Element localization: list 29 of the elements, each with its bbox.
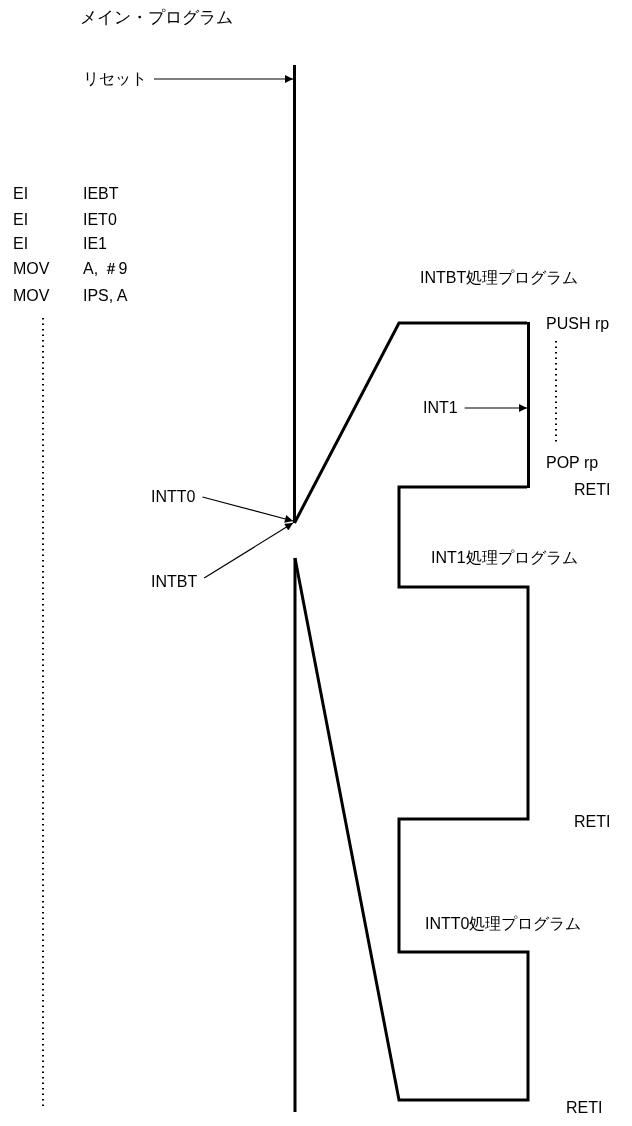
interrupt-label: INT1 <box>423 398 458 418</box>
instruction-text: MOV <box>13 259 50 279</box>
arrow <box>153 75 294 83</box>
routine-line <box>527 322 530 488</box>
instruction-text: PUSH rp <box>546 314 610 334</box>
operand-text: A, ＃9 <box>83 259 128 279</box>
arrow <box>203 522 294 579</box>
instruction-text: POP rp <box>546 453 599 473</box>
instruction-text: EI <box>13 184 29 204</box>
instruction-text: RETI <box>574 812 611 832</box>
main-program-line <box>293 65 296 523</box>
arrow <box>464 404 528 412</box>
routine-title: INTT0処理プログラム <box>425 914 582 934</box>
instruction-text: EI <box>13 234 29 254</box>
routine-title: INT1処理プログラム <box>431 548 578 568</box>
instruction-text: RETI <box>574 480 611 500</box>
operand-text: IE1 <box>83 234 107 254</box>
operand-text: IEBT <box>83 184 119 204</box>
arrow <box>201 496 294 523</box>
instruction-text: MOV <box>13 286 50 306</box>
reset-label: リセット <box>83 69 147 89</box>
instruction-text: RETI <box>566 1098 603 1118</box>
interrupt-label: INTBT <box>151 572 198 592</box>
operand-text: IET0 <box>83 210 117 230</box>
operand-text: IPS, A <box>83 286 128 306</box>
program-title: メイン・プログラム <box>80 8 233 28</box>
instruction-text: EI <box>13 210 29 230</box>
interrupt-label: INTT0 <box>151 487 196 507</box>
routine-title: INTBT処理プログラム <box>420 268 579 288</box>
